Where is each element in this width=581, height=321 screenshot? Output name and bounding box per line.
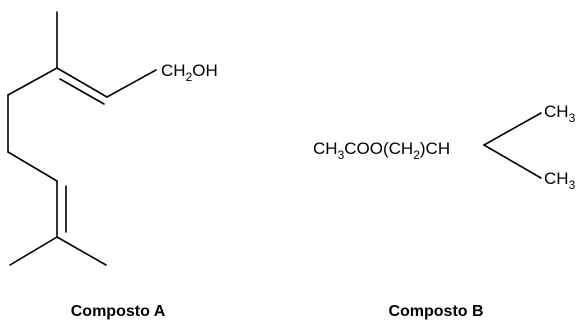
compound-b-structure: CH3COO(CH2)CH CH3 CH3: [313, 102, 576, 192]
bond-ch-methyl-top: [483, 112, 542, 146]
bond-c3-c2: [56, 67, 108, 98]
compound-b-methyl-top: CH3: [544, 102, 576, 125]
bond-c3-c2-double: [59, 78, 105, 105]
bond-c5-c6: [7, 151, 58, 182]
compound-a-hydroxymethyl-label: CH2OH: [161, 61, 218, 84]
compound-a-caption: Composto A: [71, 303, 166, 320]
compound-b-caption: Composto B: [388, 303, 483, 320]
bond-c2-c1: [106, 69, 157, 98]
compound-b-methyl-bottom: CH3: [544, 169, 576, 192]
compound-b-formula: CH3COO(CH2)CH: [313, 139, 450, 162]
bond-c3-c4: [7, 67, 58, 96]
compound-a-structure: CH2OH: [7, 11, 218, 266]
bond-ch-methyl-bottom: [483, 144, 542, 179]
bond-c7-methyl-left: [9, 236, 58, 266]
bond-c7-methyl-right: [56, 236, 107, 266]
